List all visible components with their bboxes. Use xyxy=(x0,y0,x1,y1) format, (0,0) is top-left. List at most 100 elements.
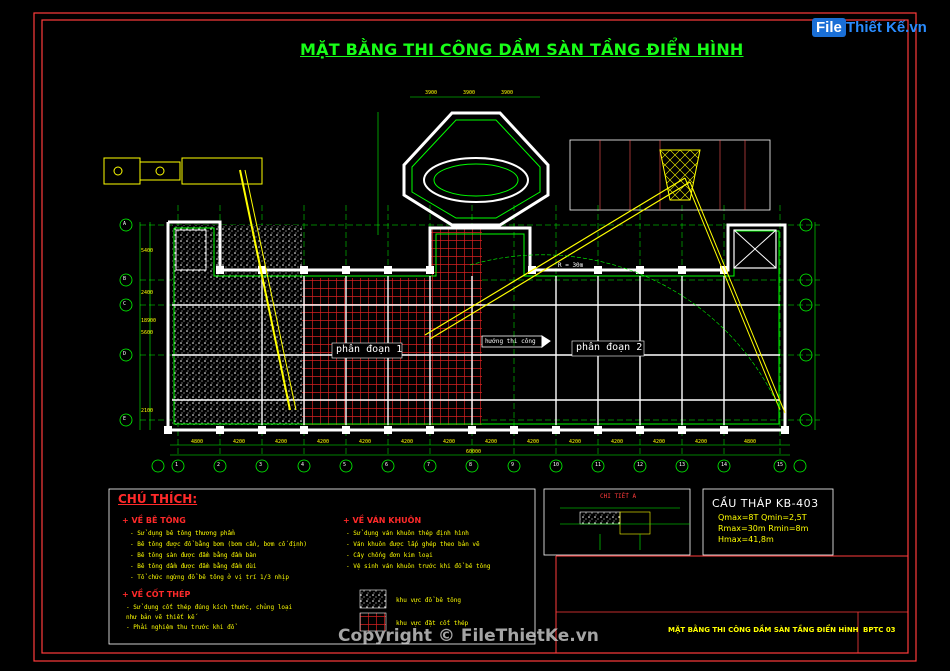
steel-heading: + VỀ CỐT THÉP xyxy=(122,590,191,599)
span-dim: 4200 xyxy=(569,439,582,445)
detail-drawing xyxy=(560,507,690,550)
total-dim: 60000 xyxy=(466,449,482,455)
legend-box xyxy=(108,488,536,645)
detail-label: CHI TIẾT A xyxy=(600,493,637,500)
columns xyxy=(164,266,789,434)
site-logo: File Thiết Kế.vn xyxy=(808,8,942,48)
top-dim: 3900 xyxy=(425,90,438,96)
side-dim: 2100 xyxy=(141,408,154,414)
span-dim: 4200 xyxy=(401,439,414,445)
direction-label: hướng thi công xyxy=(485,338,536,345)
top-dim: 3900 xyxy=(501,90,514,96)
grid-bubbles xyxy=(119,218,813,473)
side-dim: 2400 xyxy=(141,290,154,296)
span-dim: 4200 xyxy=(359,439,372,445)
span-dim: 4200 xyxy=(485,439,498,445)
side-dim: 18900 xyxy=(141,318,157,324)
beams xyxy=(172,276,780,425)
inner-frame xyxy=(41,19,909,654)
formwork-note: - Sử dụng ván khuôn thép định hình xyxy=(346,530,469,537)
crane-box xyxy=(702,488,834,556)
steel-note: như bản vẽ thiết kế xyxy=(126,614,195,621)
drawing-number: BPTC 03 xyxy=(863,626,896,634)
building-inner-walls xyxy=(173,227,780,425)
pump-truck xyxy=(103,157,297,411)
logo-text: Thiết Kế.vn xyxy=(846,19,927,36)
concrete-note: - Bê tông dầm được đầm bằng đầm dùi xyxy=(130,563,257,570)
grid-number: 7 xyxy=(427,462,431,468)
grid-number: 8 xyxy=(469,462,473,468)
span-dim: 4800 xyxy=(744,439,757,445)
formwork-note: - Ván khuôn được lắp ghép theo bản vẽ xyxy=(346,541,480,548)
grid-letter: C xyxy=(123,301,127,307)
grid-letter: B xyxy=(123,276,127,282)
concrete-note: - Tổ chức ngừng đổ bê tông ở vị trí 1/3 … xyxy=(130,574,289,581)
span-dim: 4200 xyxy=(317,439,330,445)
grid-number: 6 xyxy=(385,462,389,468)
formwork-heading: + VỀ VÁN KHUÔN xyxy=(343,516,422,525)
grid-number: 15 xyxy=(777,462,784,468)
crane-spec: Rmax=30m Rmin=8m xyxy=(718,524,809,533)
grid-number: 4 xyxy=(301,462,305,468)
span-dim: 4200 xyxy=(527,439,540,445)
grid-number: 5 xyxy=(343,462,347,468)
concrete-heading: + VỀ BÊ TÔNG xyxy=(122,516,186,525)
zone-1-label: phân đoạn 1 xyxy=(336,344,403,355)
crane-title: CẦU THÁP KB-403 xyxy=(712,497,819,510)
grid-number: 12 xyxy=(637,462,644,468)
zone-2-box xyxy=(571,340,645,357)
logo-file: File xyxy=(812,18,846,37)
grid-number: 13 xyxy=(679,462,686,468)
grid-number: 10 xyxy=(553,462,560,468)
direction-arrow xyxy=(481,335,551,348)
detail-box xyxy=(543,488,691,556)
zone-1-box xyxy=(331,342,403,359)
grid-number: 2 xyxy=(217,462,221,468)
symbol-2-label: khu vực đặt cốt thép xyxy=(396,620,469,627)
crane-radius-label: R = 30m xyxy=(558,262,584,269)
side-dim: 5600 xyxy=(141,330,154,336)
concrete-note: - Sử dụng bê tông thương phẩm xyxy=(130,530,235,537)
grid-number: 11 xyxy=(595,462,602,468)
outer-frame xyxy=(33,12,917,662)
zone-2-label: phân đoạn 2 xyxy=(576,342,643,353)
top-dim: 3900 xyxy=(463,90,476,96)
drawing-title: MẶT BẰNG THI CÔNG DẦM SÀN TẦNG ĐIỂN HÌNH xyxy=(300,40,744,59)
span-dim: 4200 xyxy=(653,439,666,445)
grid-number: 14 xyxy=(721,462,728,468)
grid-number: 3 xyxy=(259,462,263,468)
span-dim: 4200 xyxy=(233,439,246,445)
watermark: Copyright © FileThietKe.vn xyxy=(338,626,599,646)
crane-spec: Qmax=8T Qmin=2,5T xyxy=(718,513,807,522)
tower-crane xyxy=(424,139,786,414)
symbol-red xyxy=(359,612,387,632)
span-dim: 4200 xyxy=(443,439,456,445)
symbol-dots xyxy=(359,589,387,609)
stair-right xyxy=(733,229,777,269)
span-dim: 4200 xyxy=(695,439,708,445)
stair-left xyxy=(175,229,207,271)
span-dim: 4800 xyxy=(191,439,204,445)
concrete-note: - Bê tông được đổ bằng bơm (bơm cần, bơm… xyxy=(130,541,308,548)
steel-note: - Phải nghiệm thu trước khi đổ xyxy=(126,624,235,631)
span-dim: 4200 xyxy=(611,439,624,445)
grid-number: 1 xyxy=(175,462,179,468)
octagon-tower xyxy=(402,111,550,227)
span-dim: 4200 xyxy=(275,439,288,445)
steel-note: - Sử dụng cốt thép đúng kích thước, chủn… xyxy=(126,604,293,611)
grid-number: 9 xyxy=(511,462,515,468)
concrete-note: - Bê tông sàn được đầm bằng đầm bàn xyxy=(130,552,257,559)
grid-letter: D xyxy=(123,351,127,357)
rebar-zone-tower xyxy=(430,228,482,280)
formwork-note: - Vệ sinh ván khuôn trước khi đổ bê tông xyxy=(346,563,491,570)
dimension-lines xyxy=(139,96,816,456)
formwork-note: - Cây chống đơn kim loại xyxy=(346,552,433,559)
grid-letter: E xyxy=(123,416,127,422)
symbol-1-label: khu vực đổ bê tông xyxy=(396,597,462,604)
side-dim: 5400 xyxy=(141,248,154,254)
grid-letter: A xyxy=(123,221,127,227)
crane-spec: Hmax=41,8m xyxy=(718,535,774,544)
footer-title: MẶT BẰNG THI CÔNG DẦM SÀN TẦNG ĐIỂN HÌNH xyxy=(668,626,859,634)
legend-title: CHÚ THÍCH: xyxy=(118,492,198,506)
